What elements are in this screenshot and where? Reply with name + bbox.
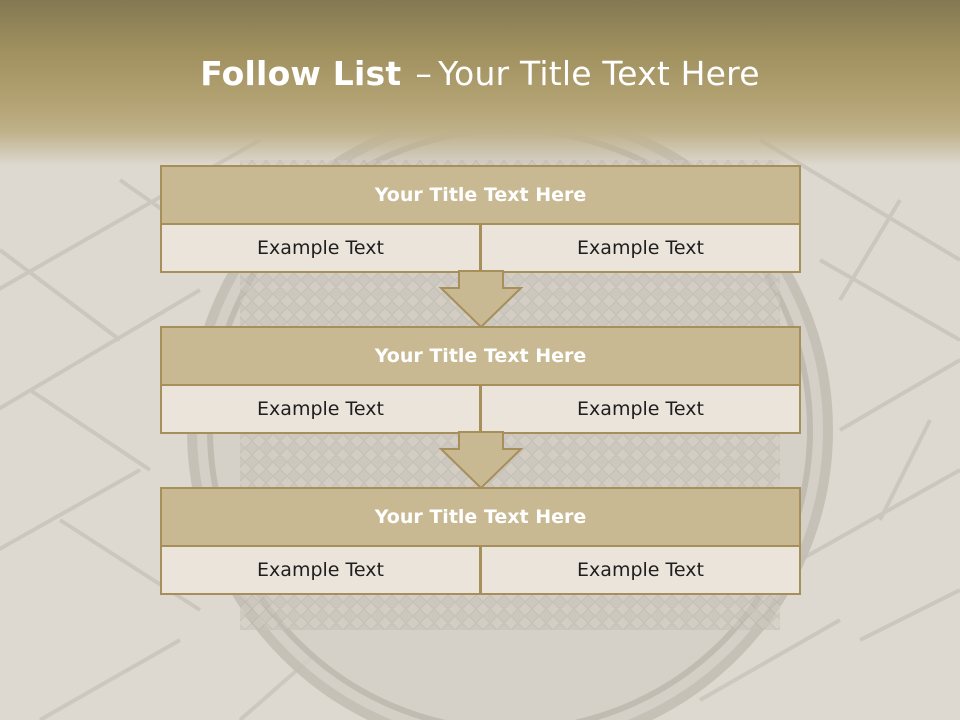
block-title[interactable]: Your Title Text Here (160, 165, 801, 225)
block-right-text[interactable]: Example Text (480, 223, 801, 273)
list-block-1[interactable]: Your Title Text Here Example Text Exampl… (160, 165, 801, 273)
block-right-text[interactable]: Example Text (480, 384, 801, 434)
list-block-3[interactable]: Your Title Text Here Example Text Exampl… (160, 487, 801, 595)
slide-title-separator: – (415, 54, 433, 93)
slide-title-rest: Your Title Text Here (438, 54, 760, 93)
down-arrow-icon (438, 431, 524, 490)
block-left-text[interactable]: Example Text (160, 223, 481, 273)
slide-title: Follow List–Your Title Text Here (0, 54, 960, 93)
list-block-2[interactable]: Your Title Text Here Example Text Exampl… (160, 326, 801, 434)
block-title[interactable]: Your Title Text Here (160, 326, 801, 386)
block-title[interactable]: Your Title Text Here (160, 487, 801, 547)
down-arrow-icon (438, 270, 524, 329)
block-left-text[interactable]: Example Text (160, 384, 481, 434)
title-band (0, 0, 960, 165)
slide-title-bold: Follow List (200, 54, 402, 93)
block-left-text[interactable]: Example Text (160, 545, 481, 595)
block-right-text[interactable]: Example Text (480, 545, 801, 595)
